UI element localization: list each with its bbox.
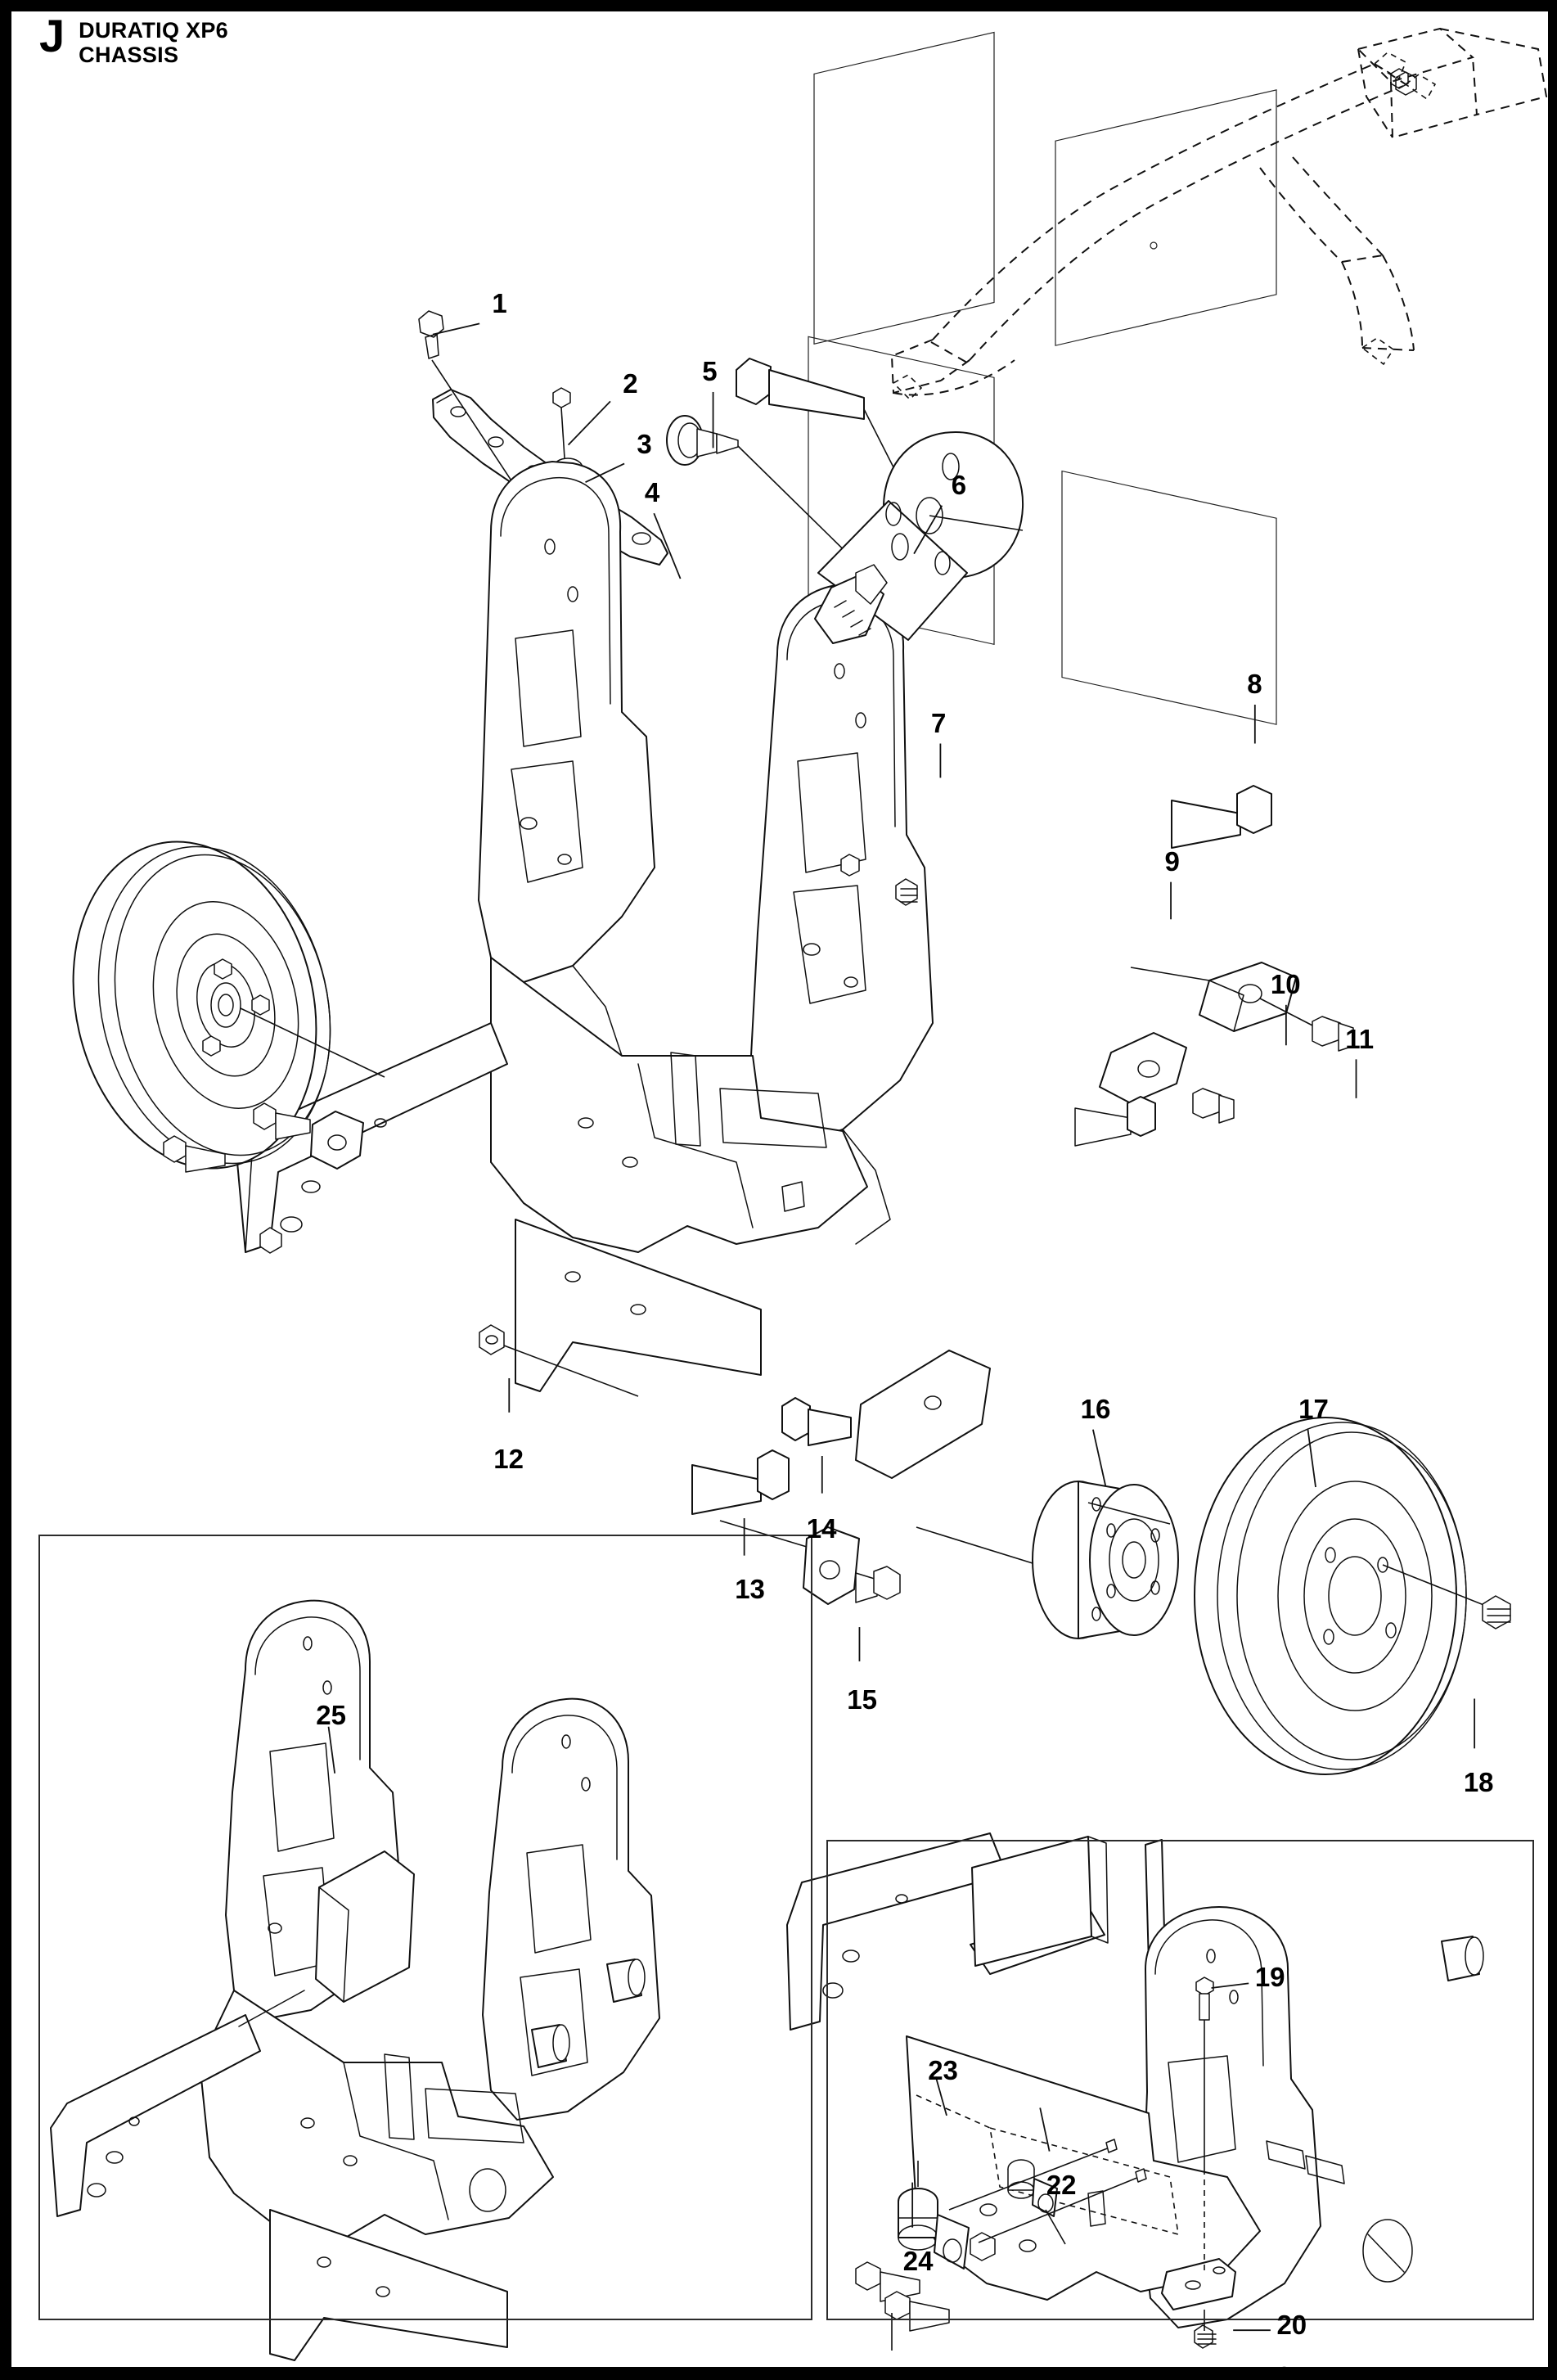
section-title: CHASSIS xyxy=(79,43,179,67)
callout-16: 16 xyxy=(1080,1393,1111,1424)
page-border-top xyxy=(0,0,1557,11)
callout-25: 25 xyxy=(316,1700,347,1731)
bolt-part-8 xyxy=(1171,785,1272,849)
rivet-part-19 xyxy=(1195,1977,1214,2169)
leader-line-17 xyxy=(1307,1429,1316,1488)
callout-8: 8 xyxy=(1247,669,1262,700)
callout-19: 19 xyxy=(1254,1961,1285,1992)
catcher-plate xyxy=(855,1350,991,1479)
callout-10: 10 xyxy=(1270,969,1301,999)
nut-part-21 xyxy=(1194,2310,1217,2349)
bolt-part-24 xyxy=(855,2232,996,2351)
screw-part-2 xyxy=(552,387,571,484)
leader-line-25 xyxy=(327,1726,336,1774)
callout-4: 4 xyxy=(644,477,660,508)
leader-line-6 xyxy=(913,505,943,555)
model-title: DURATIQ XP6 xyxy=(79,18,228,43)
leader-line-3 xyxy=(585,462,625,484)
chassis-frame-inset-box xyxy=(38,1535,812,2320)
callout-20: 20 xyxy=(1276,2310,1307,2341)
chassis-frame-inset-art xyxy=(50,1599,660,2361)
leader-line-19 xyxy=(1211,1982,1249,1989)
section-letter: J xyxy=(39,10,65,61)
callout-15: 15 xyxy=(847,1684,877,1715)
bushing-part-22 xyxy=(1007,2159,1066,2245)
callout-22: 22 xyxy=(1046,2170,1077,2201)
bolt-part-11 xyxy=(1312,1016,1354,1052)
lower-detail-inset-box xyxy=(826,1840,1534,2320)
callout-3: 3 xyxy=(637,429,652,460)
hub-part-16 xyxy=(916,1481,1179,1639)
leader-line-16 xyxy=(1092,1429,1107,1486)
chassis-cross-member xyxy=(490,957,868,1253)
page-border-bottom xyxy=(0,2367,1557,2380)
left-axle-fasteners xyxy=(163,1102,364,1254)
callout-9: 9 xyxy=(1164,845,1180,877)
leader-line-23 xyxy=(934,2076,947,2116)
lower-arm-plate xyxy=(515,1219,762,1392)
callout-12: 12 xyxy=(493,1443,524,1474)
callout-14: 14 xyxy=(806,1513,837,1544)
bushing-part-23 xyxy=(898,2161,970,2270)
callout-11: 11 xyxy=(1345,1023,1375,1054)
wheel-right-part-17 xyxy=(1194,1417,1495,1775)
bracket-lower-right xyxy=(1099,1032,1235,1124)
callout-5: 5 xyxy=(702,356,718,387)
nut-small-left xyxy=(840,854,860,877)
nut-part-18 xyxy=(1482,1595,1511,1629)
callout-6: 6 xyxy=(951,469,967,500)
callout-1: 1 xyxy=(492,287,507,318)
bolt-part-13 xyxy=(691,1449,790,1515)
leader-line-22 xyxy=(1039,2107,1051,2152)
bolt-part-1 xyxy=(418,310,524,500)
callout-21: 21 xyxy=(1276,2361,1307,2380)
callout-13: 13 xyxy=(735,1574,765,1605)
callout-2: 2 xyxy=(623,368,638,399)
long-bolt-upper xyxy=(736,358,917,513)
flange-plate-part-6 xyxy=(814,431,1024,644)
bolt-part-14 xyxy=(781,1397,852,1446)
page-border-right xyxy=(1548,0,1557,2380)
callout-7: 7 xyxy=(930,707,947,738)
wheel-left xyxy=(72,841,385,1170)
page-border-left xyxy=(0,0,11,2380)
bushing-part-5 xyxy=(666,415,868,574)
leader-line-2 xyxy=(567,400,611,446)
callout-17: 17 xyxy=(1298,1393,1329,1424)
clip-part-20 xyxy=(1161,2169,1236,2310)
leader-line-1 xyxy=(432,322,480,336)
nut-part-12 xyxy=(479,1324,639,1397)
callout-18: 18 xyxy=(1463,1767,1494,1798)
callout-23: 23 xyxy=(928,2054,958,2085)
leader-line-4 xyxy=(653,512,682,579)
lower-detail-inset-art xyxy=(786,1832,1484,2351)
title-block: J DURATIQ XP6 CHASSIS xyxy=(39,10,228,68)
bracket-part-15 xyxy=(719,1520,901,1605)
nut-part-7 xyxy=(895,878,918,906)
chassis-side-plate-left xyxy=(478,461,655,1081)
callout-24: 24 xyxy=(902,2246,934,2277)
phantom-frame-arm xyxy=(813,27,1548,401)
title-lines: DURATIQ XP6 CHASSIS xyxy=(79,15,228,67)
bolt-part-9 xyxy=(1074,1096,1156,1147)
